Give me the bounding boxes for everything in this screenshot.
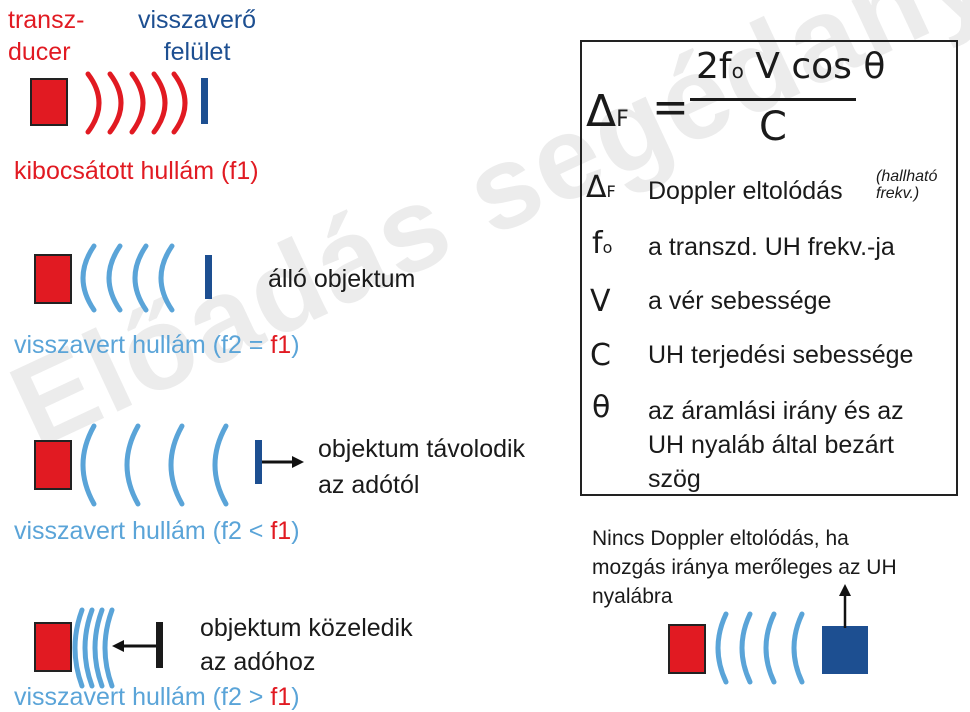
def-symbol-fo: fo [592, 226, 613, 261]
formula-lhs: ΔF [586, 86, 629, 137]
reflected-wave-arc [158, 243, 175, 313]
reflected-wave-toward-label: visszavert hullám (f2 > f1) [14, 683, 300, 711]
fraction-bar [690, 98, 856, 101]
reflected-wave-arc [132, 243, 149, 313]
def-symbol-theta: θ [592, 390, 611, 425]
transducer-label: transz- ducer [8, 6, 85, 66]
perpendicular-object-block [822, 626, 868, 674]
static-object-bar [205, 255, 212, 299]
reflected-wave-arc [80, 423, 97, 507]
def-symbol-c: C [590, 338, 611, 373]
transducer-block [30, 78, 68, 126]
emitted-wave-arc [171, 71, 188, 135]
emitted-wave-arc [107, 71, 124, 135]
reflected-wave-arcs-static [80, 243, 175, 313]
approaching-object-label-line2: az adóhoz [200, 648, 316, 676]
def-text-c: UH terjedési sebessége [648, 341, 914, 369]
reflected-wave-arc [102, 607, 115, 689]
static-object-label: álló objektum [268, 265, 416, 293]
reflecting-surface-bar [201, 78, 208, 124]
reflected-wave-arc [82, 607, 95, 689]
reflected-wave-arc [739, 611, 753, 685]
reflected-wave-arc [763, 611, 777, 685]
def-text-v: a vér sebessége [648, 287, 832, 315]
away-arrow [262, 456, 304, 468]
toward-arrow [112, 640, 160, 652]
reflected-wave-arc [124, 423, 141, 507]
receding-object-label-line2: az adótól [318, 471, 420, 499]
emitted-wave-arcs [85, 71, 188, 135]
transducer-block [668, 624, 706, 674]
reflected-wave-arcs-away [80, 423, 229, 507]
perpendicular-wave-arcs [715, 611, 805, 685]
approaching-object-bar [156, 622, 163, 668]
emitted-wave-label: kibocsátott hullám (f1) [14, 157, 259, 185]
reflected-wave-arc [168, 423, 185, 507]
emitted-wave-arc [129, 71, 146, 135]
perpendicular-note: Nincs Doppler eltolódás, ha mozgás irány… [592, 527, 897, 608]
reflected-wave-static-label: visszavert hullám (f2 = f1) [14, 331, 300, 359]
reflected-wave-arc [715, 611, 729, 685]
doppler-formula-box: ΔF = 2fo V cos θ C ΔF Doppler eltolódás … [580, 40, 958, 496]
reflected-wave-arc [92, 607, 105, 689]
transducer-block [34, 440, 72, 490]
formula-numerator: 2fo V cos θ [696, 46, 886, 87]
reflected-wave-arc [106, 243, 123, 313]
reflected-wave-arcs-toward [72, 607, 115, 689]
upward-arrow [839, 584, 851, 628]
receding-object-bar [255, 440, 262, 484]
reflected-wave-arc [212, 423, 229, 507]
def-note-delta: (hallható frekv.) [876, 168, 938, 202]
receding-object-label-line1: objektum távolodik [318, 435, 526, 463]
emitted-wave-arc [151, 71, 168, 135]
reflected-wave-away-label: visszavert hullám (f2 < f1) [14, 517, 300, 545]
reflected-wave-arc [791, 611, 805, 685]
def-symbol-delta: ΔF [586, 170, 616, 205]
reflected-wave-arc [80, 243, 97, 313]
def-text-delta: Doppler eltolódás [648, 177, 843, 205]
approaching-object-label-line1: objektum közeledik [200, 614, 413, 642]
def-text-theta: az áramlási irány és az UH nyaláb által … [648, 397, 904, 493]
transducer-block [34, 622, 72, 672]
def-symbol-v: V [590, 284, 611, 319]
reflected-wave-arc [72, 607, 85, 689]
transducer-block [34, 254, 72, 304]
def-text-fo: a transzd. UH frekv.-ja [648, 233, 895, 261]
reflecting-surface-label: visszaverő felület [138, 6, 257, 66]
emitted-wave-arc [85, 71, 102, 135]
formula-equals: = [652, 82, 689, 133]
formula-denominator: C [759, 104, 787, 150]
